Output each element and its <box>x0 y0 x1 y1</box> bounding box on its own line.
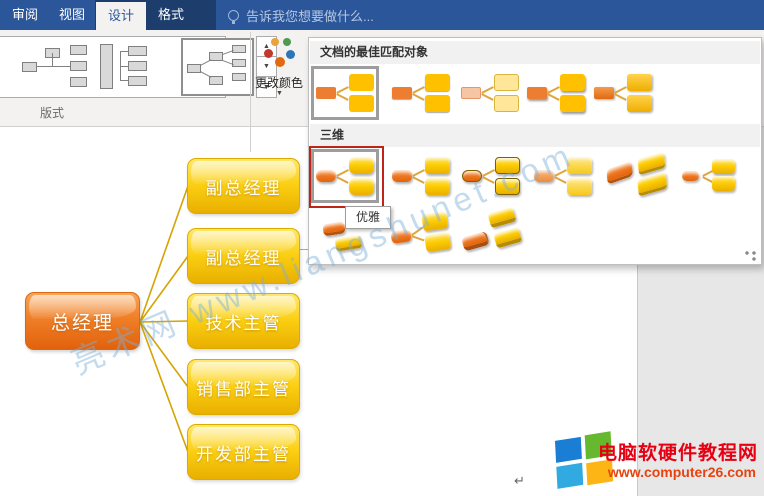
layout-gallery <box>0 36 254 98</box>
style-thumbnail-best-match[interactable] <box>387 66 455 120</box>
style-thumbnail-3d-polished[interactable] <box>311 149 379 203</box>
org-node-child[interactable]: 技术主管 <box>187 293 300 349</box>
org-node-child[interactable]: 开发部主管 <box>187 424 300 480</box>
tell-me-box[interactable]: 告诉我您想要做什么... <box>228 0 374 30</box>
style-thumbnail-best-match[interactable] <box>456 66 524 120</box>
style-thumbnail-3d[interactable] <box>597 149 675 203</box>
lightbulb-icon <box>228 9 239 24</box>
layout-thumbnail[interactable] <box>18 42 92 92</box>
org-node-child[interactable]: 销售部主管 <box>187 359 300 415</box>
best-match-section-title: 文档的最佳匹配对象 <box>310 41 760 64</box>
paragraph-mark: ↵ <box>514 473 525 488</box>
tab-design[interactable]: 设计 <box>96 2 147 30</box>
change-colors-icon <box>264 38 295 67</box>
layout-thumbnail[interactable] <box>96 42 152 92</box>
tell-me-text: 告诉我您想要做什么... <box>246 8 374 24</box>
style-thumbnail-3d[interactable] <box>529 149 597 203</box>
three-d-section-title: 三维 <box>310 124 760 147</box>
layout-thumbnail[interactable] <box>0 42 1 92</box>
group-separator <box>250 32 251 152</box>
org-node-root[interactable]: 总经理 <box>25 292 140 350</box>
site-logo-url: www.computer26.com <box>607 464 756 480</box>
style-thumbnail-best-match[interactable] <box>311 66 379 120</box>
style-tooltip: 优雅 <box>345 206 391 229</box>
tab-format[interactable]: 格式 <box>158 7 185 22</box>
style-thumbnail-3d-scene[interactable] <box>386 210 454 258</box>
gallery-more-button[interactable]: ▼ <box>256 76 277 98</box>
style-thumbnail-best-match[interactable] <box>589 66 657 120</box>
smartart-styles-dropdown: 文档的最佳匹配对象 三维 优雅 <box>308 37 762 265</box>
tab-view[interactable]: 视图 <box>59 7 86 22</box>
style-thumbnail-best-match[interactable] <box>522 66 590 120</box>
site-logo: 电脑软硬件教程网 www.computer26.com <box>552 431 760 489</box>
style-thumbnail-3d[interactable] <box>677 149 745 203</box>
ribbon-tab-bar: 审阅 视图 设计 格式 告诉我您想要做什么... <box>0 0 764 30</box>
style-thumbnail-3d[interactable] <box>457 149 525 203</box>
org-node-child[interactable]: 副总经理 <box>187 228 300 284</box>
style-thumbnail-3d[interactable] <box>387 149 455 203</box>
layout-thumbnail-selected[interactable] <box>181 38 254 96</box>
change-colors-label: 更改颜色 <box>254 76 303 90</box>
style-thumbnail-3d-scene[interactable] <box>456 206 524 258</box>
tab-review[interactable]: 审阅 <box>12 7 39 22</box>
layout-group-label: 版式 <box>39 106 64 120</box>
smartart-frame-edge <box>293 249 309 250</box>
gallery-resize-grip[interactable] <box>745 251 757 261</box>
org-chart-connectors <box>139 185 189 453</box>
site-logo-title: 电脑软硬件教程网 <box>597 443 758 464</box>
org-node-child[interactable]: 副总经理 <box>187 158 300 214</box>
chevron-down-icon: ▼ <box>276 90 283 97</box>
change-colors-button[interactable]: 更改颜色 ▼ <box>252 32 306 124</box>
